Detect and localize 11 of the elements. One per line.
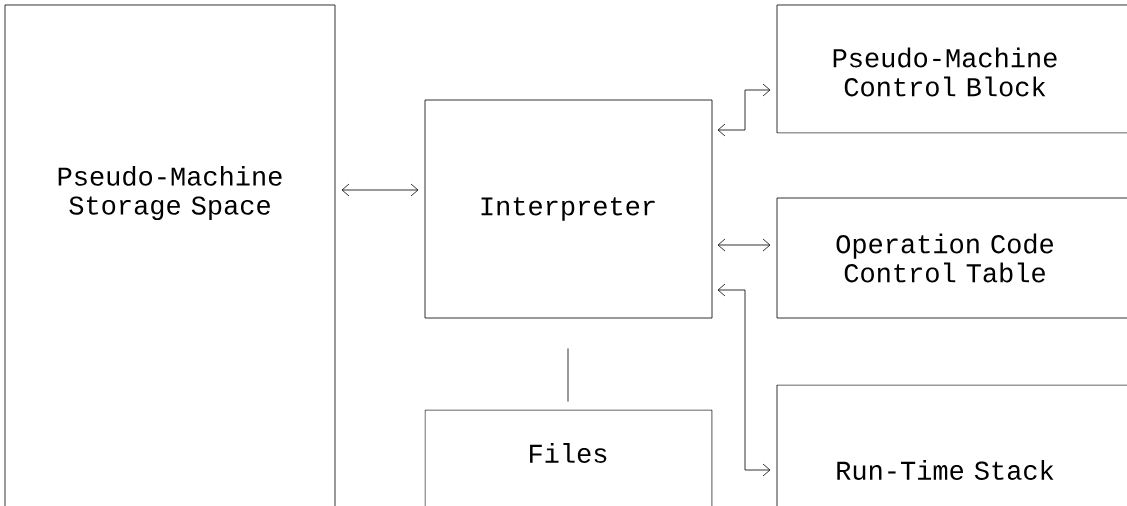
process-box: Files xyxy=(424,409,713,506)
process-box: Operation Code Control Table xyxy=(776,197,1127,319)
process-box: Run-Time Stack xyxy=(776,384,1127,506)
arrow xyxy=(717,83,771,137)
arrow xyxy=(717,238,771,252)
process-box: Pseudo-Machine Control Block xyxy=(776,4,1127,134)
process-box: Pseudo-Machine Storage Space xyxy=(4,4,336,506)
arrow xyxy=(341,183,419,197)
process-box: Interpreter xyxy=(424,99,713,319)
connector-line xyxy=(567,348,569,402)
arrow xyxy=(717,283,771,477)
